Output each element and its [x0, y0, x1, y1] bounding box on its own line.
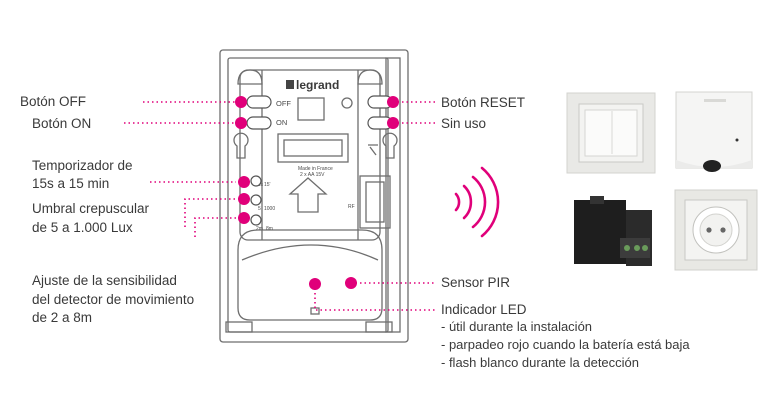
wireless-signal-icon [454, 166, 500, 238]
marker-range [238, 212, 250, 224]
wall-switch-product [566, 92, 656, 174]
device-rf-label: RF [348, 204, 355, 210]
label-sensor-pir: Sensor PIR [441, 275, 511, 290]
leader-lines [124, 101, 435, 311]
device-range-tick-min: 2m [256, 226, 263, 232]
label-boton-on: Botón ON [32, 116, 92, 131]
led-features-list: - útil durante la instalación - parpadeo… [441, 318, 690, 372]
off-button[interactable] [246, 95, 272, 109]
marker-on [235, 117, 247, 129]
label-temporizador-line2: 15s a 15 min [32, 176, 110, 191]
callout-markers [235, 96, 399, 290]
marker-led [309, 278, 321, 290]
device-timer-tick-max: 15' [264, 182, 271, 188]
label-sin-uso: Sin uso [441, 116, 487, 131]
device-lux-tick-max: 1000 [264, 206, 275, 212]
marker-off [235, 96, 247, 108]
led-feature-item: - parpadeo rojo cuando la batería está b… [441, 337, 690, 352]
label-ajuste-line3: de 2 a 8m [32, 310, 93, 325]
device-on-label: ON [276, 118, 287, 127]
marker-lux [238, 193, 250, 205]
range-knob[interactable] [250, 214, 262, 226]
led-feature-item: - flash blanco durante la detección [441, 355, 640, 370]
marker-unused [387, 117, 399, 129]
micro-module-product [574, 196, 652, 266]
on-button[interactable] [246, 116, 272, 130]
label-umbral-line2: de 5 a 1.000 Lux [32, 220, 133, 235]
device-lux-tick-min: 5 [258, 206, 261, 212]
marker-timer [238, 176, 250, 188]
device-off-label: OFF [276, 99, 291, 108]
led-feature-item: - útil durante la instalación [441, 319, 593, 334]
timer-knob[interactable] [250, 175, 262, 187]
label-ajuste-line1: Ajuste de la sensibilidad [32, 273, 177, 288]
socket-outlet-product [674, 189, 758, 271]
label-ajuste-line2: del detector de movimiento [32, 292, 195, 307]
device-made-in-label: Made in France [298, 166, 333, 172]
svg-text:legrand: legrand [296, 78, 339, 92]
label-boton-reset: Botón RESET [441, 95, 526, 110]
label-boton-off: Botón OFF [20, 94, 87, 109]
motion-sensor-product [675, 91, 753, 172]
legrand-logo: legrand [286, 78, 339, 92]
device-battery-label: 2 x AA 15V [300, 172, 325, 178]
label-temporizador-line1: Temporizador de [32, 158, 133, 173]
lux-knob[interactable] [250, 194, 262, 206]
label-indicador-led: Indicador LED [441, 302, 527, 317]
device-range-tick-max: 8m [266, 226, 273, 232]
marker-reset [387, 96, 399, 108]
marker-pir [345, 277, 357, 289]
label-umbral-line1: Umbral crepuscular [32, 201, 150, 216]
